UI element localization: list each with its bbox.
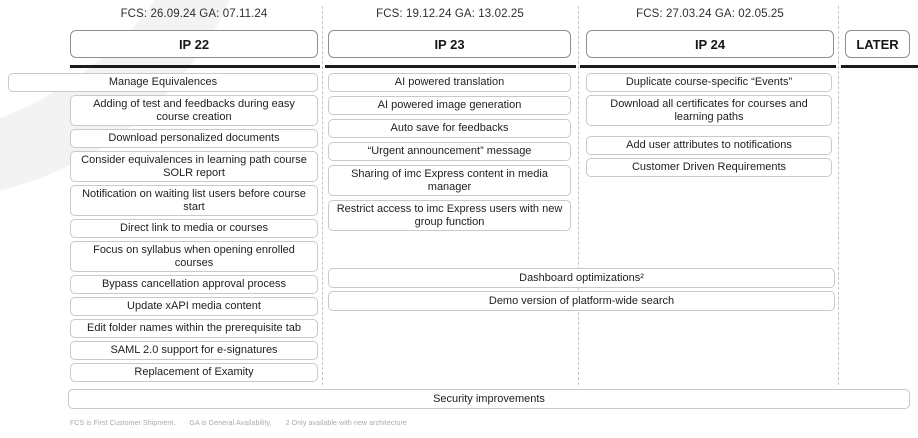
ip23-item: Sharing of imc Express content in media …: [328, 165, 571, 196]
header-underline: [70, 65, 320, 68]
ip22-item: Focus on syllabus when opening enrolled …: [70, 241, 318, 272]
header-underline: [325, 65, 576, 68]
ip23-item: AI powered translation: [328, 73, 571, 92]
ip24-item: Add user attributes to notifications: [586, 136, 832, 155]
ip23-item: “Urgent announcement” message: [328, 142, 571, 161]
footnote-architecture: 2 Only available with new architecture: [285, 420, 407, 427]
ip22-item: Bypass cancellation approval process: [70, 275, 318, 294]
ip23-item: Restrict access to imc Express users wit…: [328, 200, 571, 231]
column-header-ip23: IP 23: [328, 30, 571, 58]
footnote-ga: GA is General Availability,: [189, 420, 272, 427]
column-divider-dashed: [578, 6, 579, 385]
ip22-item: Direct link to media or courses: [70, 219, 318, 238]
cross-column-item: Demo version of platform-wide search: [328, 291, 835, 311]
ip22-item: Notification on waiting list users befor…: [70, 185, 318, 216]
footnote: FCS is First Customer Shipment, GA is Gen…: [70, 420, 421, 427]
header-underline: [841, 65, 918, 68]
ip23-item-list: AI powered translation AI powered image …: [328, 73, 571, 231]
ip22-item: Replacement of Examity: [70, 363, 318, 382]
ip22-item: Edit folder names within the prerequisit…: [70, 319, 318, 338]
release-dates-ip24: FCS: 27.03.24 GA: 02.05.25: [636, 8, 784, 20]
ip22-item: Adding of test and feedbacks during easy…: [70, 95, 318, 126]
ip22-item: Download personalized documents: [70, 129, 318, 148]
ip22-item: Update xAPI media content: [70, 297, 318, 316]
ip22-item-list: Manage Equivalences Adding of test and f…: [8, 73, 318, 382]
release-dates-ip23: FCS: 19.12.24 GA: 13.02.25: [376, 8, 524, 20]
column-header-ip24: IP 24: [586, 30, 834, 58]
cross-column-item: Dashboard optimizations²: [328, 268, 835, 288]
ip23-item: Auto save for feedbacks: [328, 119, 571, 138]
column-header-ip22: IP 22: [70, 30, 318, 58]
column-divider-dashed: [322, 6, 323, 385]
ip22-item: Manage Equivalences: [8, 73, 318, 92]
header-underline: [580, 65, 836, 68]
footnote-fcs: FCS is First Customer Shipment,: [70, 420, 176, 427]
release-dates-ip22: FCS: 26.09.24 GA: 07.11.24: [120, 8, 268, 20]
ip24-item-list: Duplicate course-specific “Events” Downl…: [586, 73, 832, 177]
ip24-item: Customer Driven Requirements: [586, 158, 832, 177]
ip24-item: Duplicate course-specific “Events”: [586, 73, 832, 92]
ip22-item: SAML 2.0 support for e-signatures: [70, 341, 318, 360]
ip23-item: AI powered image generation: [328, 96, 571, 115]
column-divider-dashed: [838, 6, 839, 385]
column-header-later: LATER: [845, 30, 910, 58]
security-improvements-item: Security improvements: [68, 389, 910, 409]
ip22-item: Consider equivalences in learning path c…: [70, 151, 318, 182]
ip24-item: Download all certificates for courses an…: [586, 95, 832, 126]
